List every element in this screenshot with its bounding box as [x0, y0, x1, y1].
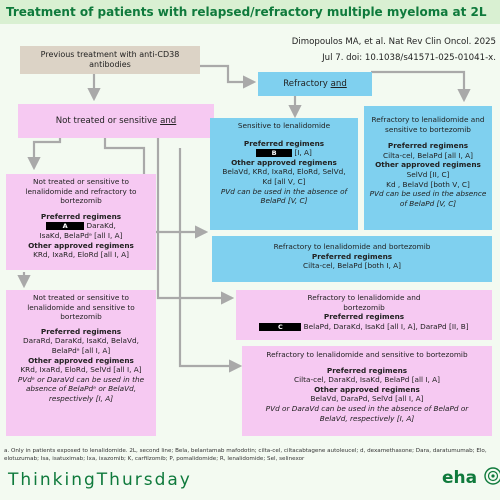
other-label: Other approved regimens: [314, 384, 420, 394]
brand-wordmark: ThinkingThursday: [8, 470, 192, 490]
other-regimens: KRd, IxaRd, EloRd, SelVd [all I, A]: [20, 365, 142, 375]
eha-logo: eha: [442, 466, 500, 488]
heading: Not treated or sensitive to lenalidomide…: [25, 177, 137, 206]
page-title: Treatment of patients with relapsed/refr…: [0, 0, 500, 24]
logo-text: eha: [442, 468, 478, 488]
box-ref-len-sens-bor-pink: Refractory to lenalidomide and sensitive…: [242, 346, 492, 436]
branch-refractory-label: Refractory: [283, 79, 328, 89]
preferred-label: Preferred regimens: [40, 326, 122, 336]
footnote: a. Only in patients exposed to lenalidom…: [4, 448, 487, 462]
note: PVd or DaraVd can be used in the absence…: [265, 403, 469, 423]
start-box: Previous treatment with anti-CD38 antibo…: [20, 46, 200, 74]
citation-line-1: Dimopoulos MA, et al. Nat Rev Clin Oncol…: [291, 37, 496, 47]
box-nt-len-sens-bor: Not treated or sensitive to lenalidomide…: [6, 290, 156, 436]
redacted-tag-a: A: [46, 222, 85, 231]
other-regimens: BelaVd, KRd, IxaRd, EloRd, SelVd, Kd [al…: [222, 167, 346, 186]
other-label: Other approved regimens: [28, 240, 134, 250]
preferred-regimens: Cilta-cel, DaraKd, IsaKd, BelaPd [all I,…: [293, 375, 441, 385]
preferred-regimens: Cilta-cel, BelaPd [all I, A]: [383, 150, 473, 160]
box-nt-len-ref-bor: Not treated or sensitive to lenalidomide…: [6, 174, 156, 270]
branch-refractory-and: and: [330, 79, 347, 89]
other-regimens: KRd, IxaRd, EloRd [all I, A]: [33, 250, 129, 260]
note: PVd can be used in the absence of BelaPd…: [220, 186, 348, 206]
heading: Refractory to lenalidomide and sensitive…: [266, 350, 468, 359]
branch-not-treated-and: and: [160, 116, 177, 126]
preferred-regimens: C BelaPd, DaraKd, IsaKd [all I, A], Dara…: [239, 322, 489, 332]
start-label: Previous treatment with anti-CD38 antibo…: [40, 50, 180, 69]
preferred-regimens: A DaraKd,: [9, 221, 153, 231]
heading: Refractory to lenalidomide and sensitive…: [371, 115, 485, 134]
preferred-label: Preferred regimens: [323, 312, 405, 322]
redacted-tag-c: C: [259, 322, 302, 331]
box-sensitive-lenalidomide: Sensitive to lenalidomide Preferred regi…: [210, 118, 358, 230]
preferred-regimens-2: IsaKd, BelaPdᵃ [all I, A]: [39, 230, 123, 240]
branch-refractory: Refractory and: [258, 72, 372, 96]
preferred-regimens: B [I, A]: [213, 148, 355, 158]
branch-not-treated: Not treated or sensitive and: [18, 104, 214, 138]
box-ref-len-sens-bor: Refractory to lenalidomide and sensitive…: [364, 106, 492, 230]
other-regimens-1: SelVd [II, C]: [406, 169, 450, 179]
preferred-regimens: DaraRd, DaraKd, IsaKd, BelaVd, BelaPdᵃ […: [23, 336, 139, 355]
other-regimens-2: Kd , BelaVd [both V, C]: [386, 179, 470, 189]
citation: Dimopoulos MA, et al. Nat Rev Clin Oncol…: [226, 34, 496, 66]
heading: Refractory to lenalidomide and bortezomi…: [307, 293, 421, 312]
preferred-label: Preferred regimens: [387, 141, 469, 151]
preferred-label: Preferred regimens: [326, 365, 408, 375]
box-ref-both-pink: Refractory to lenalidomide and bortezomi…: [236, 290, 492, 340]
preferred-label: Preferred regimens: [40, 211, 122, 221]
note: PVd can be used in the absence of BelaPd…: [369, 189, 487, 208]
heading: Sensitive to lenalidomide: [237, 121, 331, 130]
other-label: Other approved regimens: [28, 355, 134, 365]
note: PVdᵃ or DaraVd can be used in the absenc…: [17, 374, 145, 403]
other-label: Other approved regimens: [231, 157, 337, 167]
redacted-tag-b: B: [256, 149, 293, 158]
other-regimens: BelaVd, DaraPd, SelVd [all I, A]: [310, 394, 424, 404]
preferred-label: Preferred regimens: [311, 251, 393, 261]
branch-not-treated-label: Not treated or sensitive: [55, 116, 158, 126]
heading: Not treated or sensitive to lenalidomide…: [27, 293, 135, 322]
box-ref-both-top: Refractory to lenalidomide and bortezomi…: [212, 236, 492, 282]
preferred-regimens: Cilta-cel, BelaPd [both I, A]: [302, 261, 401, 271]
preferred-label: Preferred regimens: [243, 138, 325, 148]
other-label: Other approved regimens: [375, 160, 481, 170]
heading: Refractory to lenalidomide and bortezomi…: [273, 242, 431, 251]
citation-line-2: Jul 7. doi: 10.1038/s41571-025-01041-x.: [322, 53, 496, 63]
logo-icon: [484, 467, 500, 485]
